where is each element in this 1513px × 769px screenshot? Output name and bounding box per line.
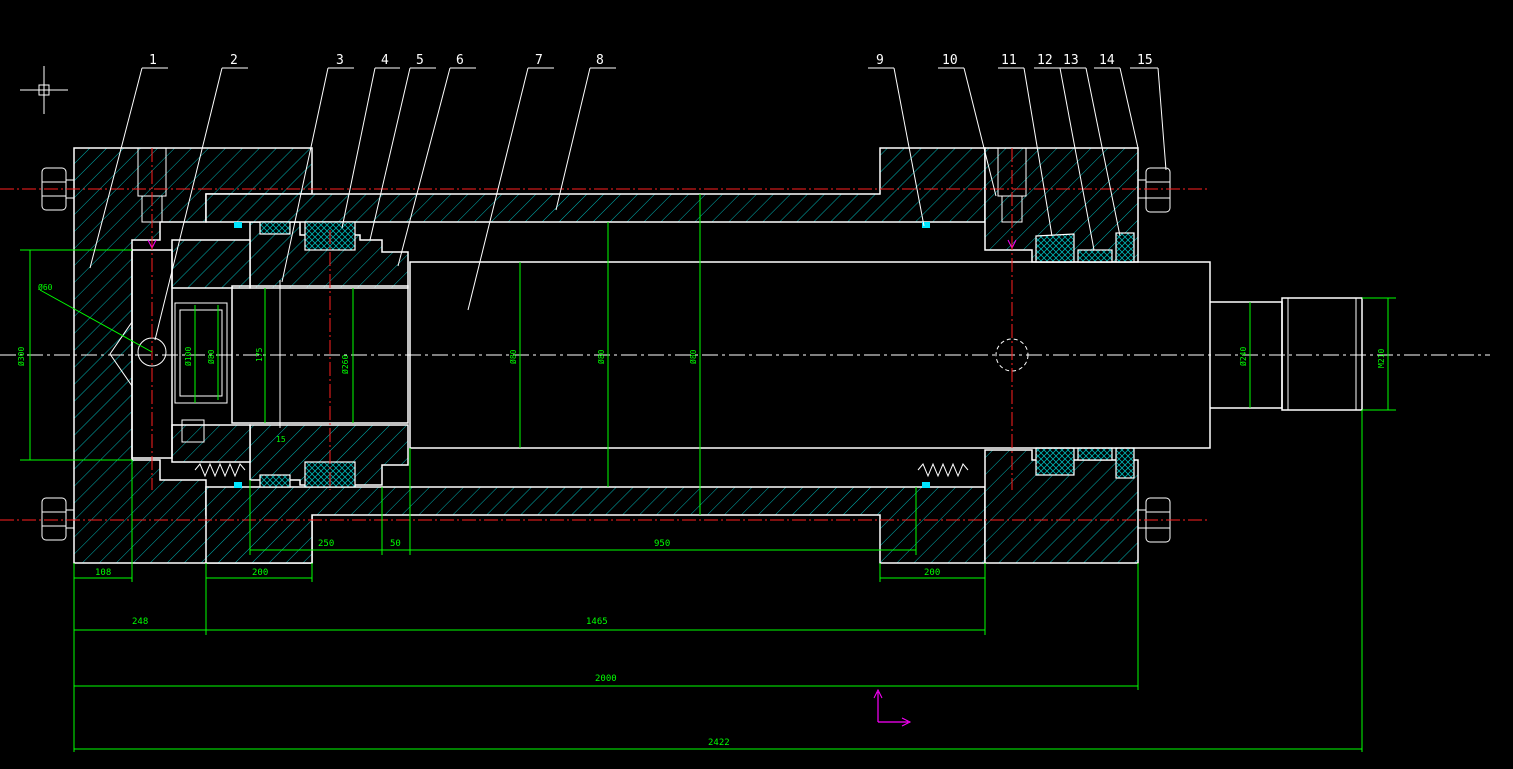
rod-seal-lower [1035,447,1075,476]
balloon-4: 4 [381,53,389,68]
dim-2000: 2000 [595,674,617,684]
balloon-2: 2 [230,53,238,68]
balloon-8: 8 [596,53,604,68]
balloon-5: 5 [416,53,424,68]
thread-end[interactable] [1281,297,1363,411]
cylinder-barrel-bottom[interactable] [205,486,986,564]
dim-2422: 2422 [708,738,730,748]
dim-50: 50 [390,539,401,549]
wiper-upper [1115,232,1135,263]
guide-ring-upper [1077,249,1113,263]
dim-250: 250 [318,539,334,549]
balloon-10: 10 [942,53,958,68]
seal-marker [922,482,930,488]
dim-dia-240: Ø240 [1238,347,1248,366]
balloon-3: 3 [336,53,344,68]
dim-dia-100: Ø100 [183,347,193,366]
o-ring-lower [259,474,291,488]
balloon-15: 15 [1137,53,1153,68]
wiper-lower [1115,447,1135,479]
dim-200-right: 200 [924,568,940,578]
guide-ring-lower [1077,447,1113,461]
piston-bore [231,285,409,424]
piston-body[interactable] [249,221,409,289]
dim-dia-80-inner: Ø80 [206,349,216,364]
dim-108: 108 [95,568,111,578]
tie-rod-nut-right-top[interactable] [1137,167,1171,213]
piston-plug-upper [171,239,251,289]
tie-rod-nut-left-bottom[interactable] [41,497,75,541]
rod-seal-upper [1035,233,1075,263]
seal-marker [234,482,242,488]
spring-right [917,462,969,478]
dim-15: 15 [276,435,286,444]
ucs-icon [873,688,912,727]
dim-rod-dia: Ø80 [508,349,518,364]
horizontal-dimension-lines [73,448,1362,752]
o-ring-upper [259,221,291,235]
balloon-14: 14 [1099,53,1115,68]
dim-dia-60: Ø60 [38,282,53,292]
dim-175: 175 [255,347,264,362]
balloon-9: 9 [876,53,884,68]
dim-248: 248 [132,617,148,627]
balloon-6: 6 [456,53,464,68]
dim-1465: 1465 [586,617,608,627]
check-valve-body [174,302,228,404]
seal-marker [922,222,930,228]
balloon-leaders [89,67,1167,341]
balloon-11: 11 [1001,53,1017,68]
dim-200-left: 200 [252,568,268,578]
dim-barrel-dia: Ø80 [688,349,698,364]
vertical-dimension-lines [20,194,1396,752]
balloon-1: 1 [149,53,157,68]
dim-dia-260: Ø260 [340,355,350,374]
piston-plug-lower [171,424,251,463]
dim-bore-dia: Ø80 [596,349,606,364]
crosshair-cursor-icon [20,66,68,114]
balloon-13: 13 [1063,53,1079,68]
screw-plug [181,419,205,443]
balloon-12: 12 [1037,53,1053,68]
dim-950: 950 [654,539,670,549]
spring-left [194,462,246,478]
cylinder-barrel-top[interactable] [205,147,986,223]
balloon-7: 7 [535,53,543,68]
dim-dia-300: Ø300 [16,347,26,366]
seal-marker [234,222,242,228]
dim-m210: M210 [1377,349,1386,368]
